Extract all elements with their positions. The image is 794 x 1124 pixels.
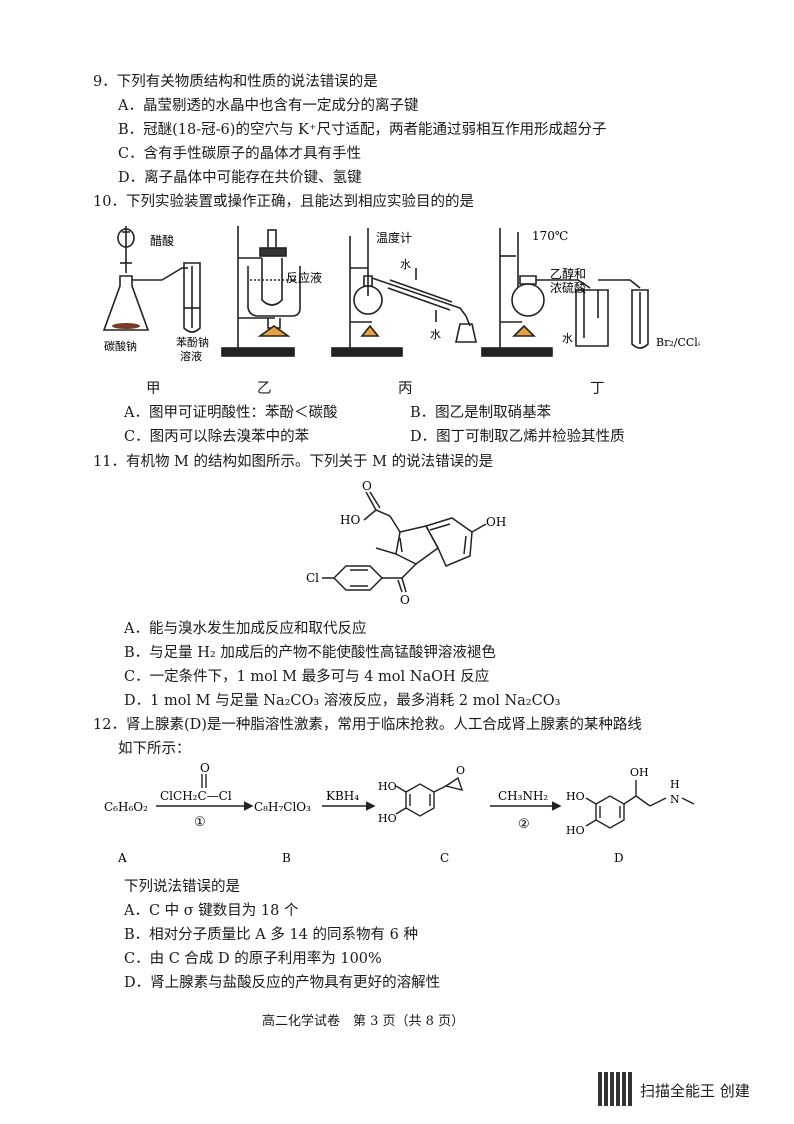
q12-option-b: B．相对分子质量比 A 多 14 的同系物有 6 种	[124, 927, 418, 943]
scheme-label-c: C	[440, 851, 449, 865]
q10-option-b: B．图乙是制取硝基苯	[410, 405, 552, 421]
scheme-c-ho2: HO	[378, 812, 397, 825]
scheme-label-a: A	[117, 851, 127, 865]
label-bromine: Br₂/CCl₄	[656, 336, 700, 349]
caption-jia: 甲	[146, 381, 161, 397]
scheme-d-h: H	[670, 778, 680, 791]
label-sodium-phenoxide-2: 溶液	[180, 349, 202, 363]
scheme-reagent3: CH₃NH₂	[498, 789, 548, 803]
q10-apparatus-figure: 醋酸 碳酸钠 苯酚钠 溶液 反应液 温度计 水 水 170℃ 乙醇和 浓硫酸 水…	[102, 226, 700, 363]
q9-option-a: A．晶莹剔透的水晶中也含有一定成分的离子键	[118, 98, 419, 114]
q9-option-b: B．冠醚(18-冠-6)的空穴与 K⁺尺寸适配，两者能通过弱相互作用形成超分子	[118, 122, 607, 138]
scheme-label-b: B	[282, 851, 291, 865]
m-oh: OH	[486, 515, 506, 529]
caption-ding: 丁	[590, 381, 605, 397]
m-ketone-o: O	[400, 593, 410, 607]
label-ethanol-2: 浓硫酸	[550, 280, 586, 295]
scheme-reagent1-o: O	[200, 761, 210, 775]
q11-stem: 11．有机物 M 的结构如图所示。下列关于 M 的说法错误的是	[93, 454, 494, 470]
scheme-label-d: D	[614, 851, 624, 865]
scheme-reagent1: ClCH₂C—Cl	[160, 789, 232, 803]
apparatus-bing	[331, 228, 477, 357]
scheme-c-o: O	[456, 764, 465, 777]
label-water-in: 水	[400, 258, 411, 271]
scheme-d-ho2: HO	[566, 824, 585, 837]
scheme-d-n: N	[670, 793, 680, 806]
q11-option-d: D．1 mol M 与足量 Na₂CO₃ 溶液反应，最多消耗 2 mol Na₂…	[124, 693, 561, 709]
scheme-d-oh: OH	[630, 766, 649, 779]
m-ho: HO	[340, 513, 360, 527]
label-reaction-liquid: 反应液	[286, 270, 322, 285]
q12-option-c: C．由 C 合成 D 的原子利用率为 100%	[124, 951, 382, 967]
apparatus-yi	[221, 226, 301, 357]
label-thermometer: 温度计	[376, 230, 412, 245]
caption-yi: 乙	[257, 381, 272, 397]
q10-option-a: A．图甲可证明酸性：苯酚＜碳酸	[124, 405, 338, 421]
q9-option-d: D．离子晶体中可能存在共价键、氢键	[118, 170, 362, 186]
q11-structure-m: O HO OH Cl O	[306, 479, 506, 607]
q9-option-c: C．含有手性碳原子的晶体才具有手性	[118, 146, 362, 162]
q12-option-a: A．C 中 σ 键数目为 18 个	[124, 903, 299, 919]
page-footer: 高二化学试卷 第 3 页（共 8 页）	[262, 1014, 465, 1029]
scheme-a-formula: C₆H₆O₂	[104, 800, 148, 814]
label-temp-170: 170℃	[532, 229, 568, 243]
label-water-out: 水	[430, 328, 441, 341]
q12-synthesis-scheme: C₆H₆O₂ O ClCH₂C—Cl ① C₈H₇ClO₃ KBH₄ HO HO…	[104, 761, 695, 865]
q11-option-c: C．一定条件下，1 mol M 最多可与 4 mol NaOH 反应	[124, 669, 490, 685]
q9-stem: 9．下列有关物质结构和性质的说法错误的是	[93, 74, 378, 90]
m-cl: Cl	[306, 571, 319, 585]
apparatus-jia	[102, 226, 201, 333]
scanner-watermark: 扫描全能王 创建	[640, 1082, 750, 1100]
scheme-c-ho1: HO	[378, 780, 397, 793]
apparatus-ding	[481, 228, 649, 357]
scheme-reagent2: KBH₄	[326, 789, 359, 803]
q11-option-a: A．能与溴水发生加成反应和取代反应	[124, 621, 367, 637]
q10-stem: 10．下列实验装置或操作正确，且能达到相应实验目的的是	[93, 194, 474, 210]
q12-sub-stem: 下列说法错误的是	[124, 879, 240, 895]
q12-stem-line1: 12．肾上腺素(D)是一种脂溶性激素，常用于临床抢救。人工合成肾上腺素的某种路线	[93, 717, 642, 733]
q10-option-c: C．图丙可以除去溴苯中的苯	[124, 429, 310, 445]
label-acetic-acid: 醋酸	[150, 233, 174, 248]
q11-option-b: B．与足量 H₂ 加成后的产物不能使酸性高锰酸钾溶液褪色	[124, 645, 496, 661]
caption-bing: 丙	[398, 381, 413, 397]
label-water-trap: 水	[562, 332, 573, 345]
qr-code-icon	[598, 1072, 632, 1106]
scheme-step2: ②	[518, 817, 530, 832]
scheme-d-ho1: HO	[566, 790, 585, 803]
m-cooh-o: O	[362, 479, 372, 493]
scheme-b-formula: C₈H₇ClO₃	[254, 800, 311, 814]
label-ethanol-1: 乙醇和	[550, 266, 586, 281]
label-sodium-phenoxide-1: 苯酚钠	[176, 335, 209, 349]
q12-stem-line2: 如下所示：	[118, 741, 191, 757]
scheme-step1: ①	[194, 815, 206, 830]
q10-option-d: D．图丁可制取乙烯并检验其性质	[410, 429, 625, 445]
q12-option-d: D．肾上腺素与盐酸反应的产物具有更好的溶解性	[124, 975, 441, 991]
label-sodium-carbonate: 碳酸钠	[104, 339, 137, 353]
